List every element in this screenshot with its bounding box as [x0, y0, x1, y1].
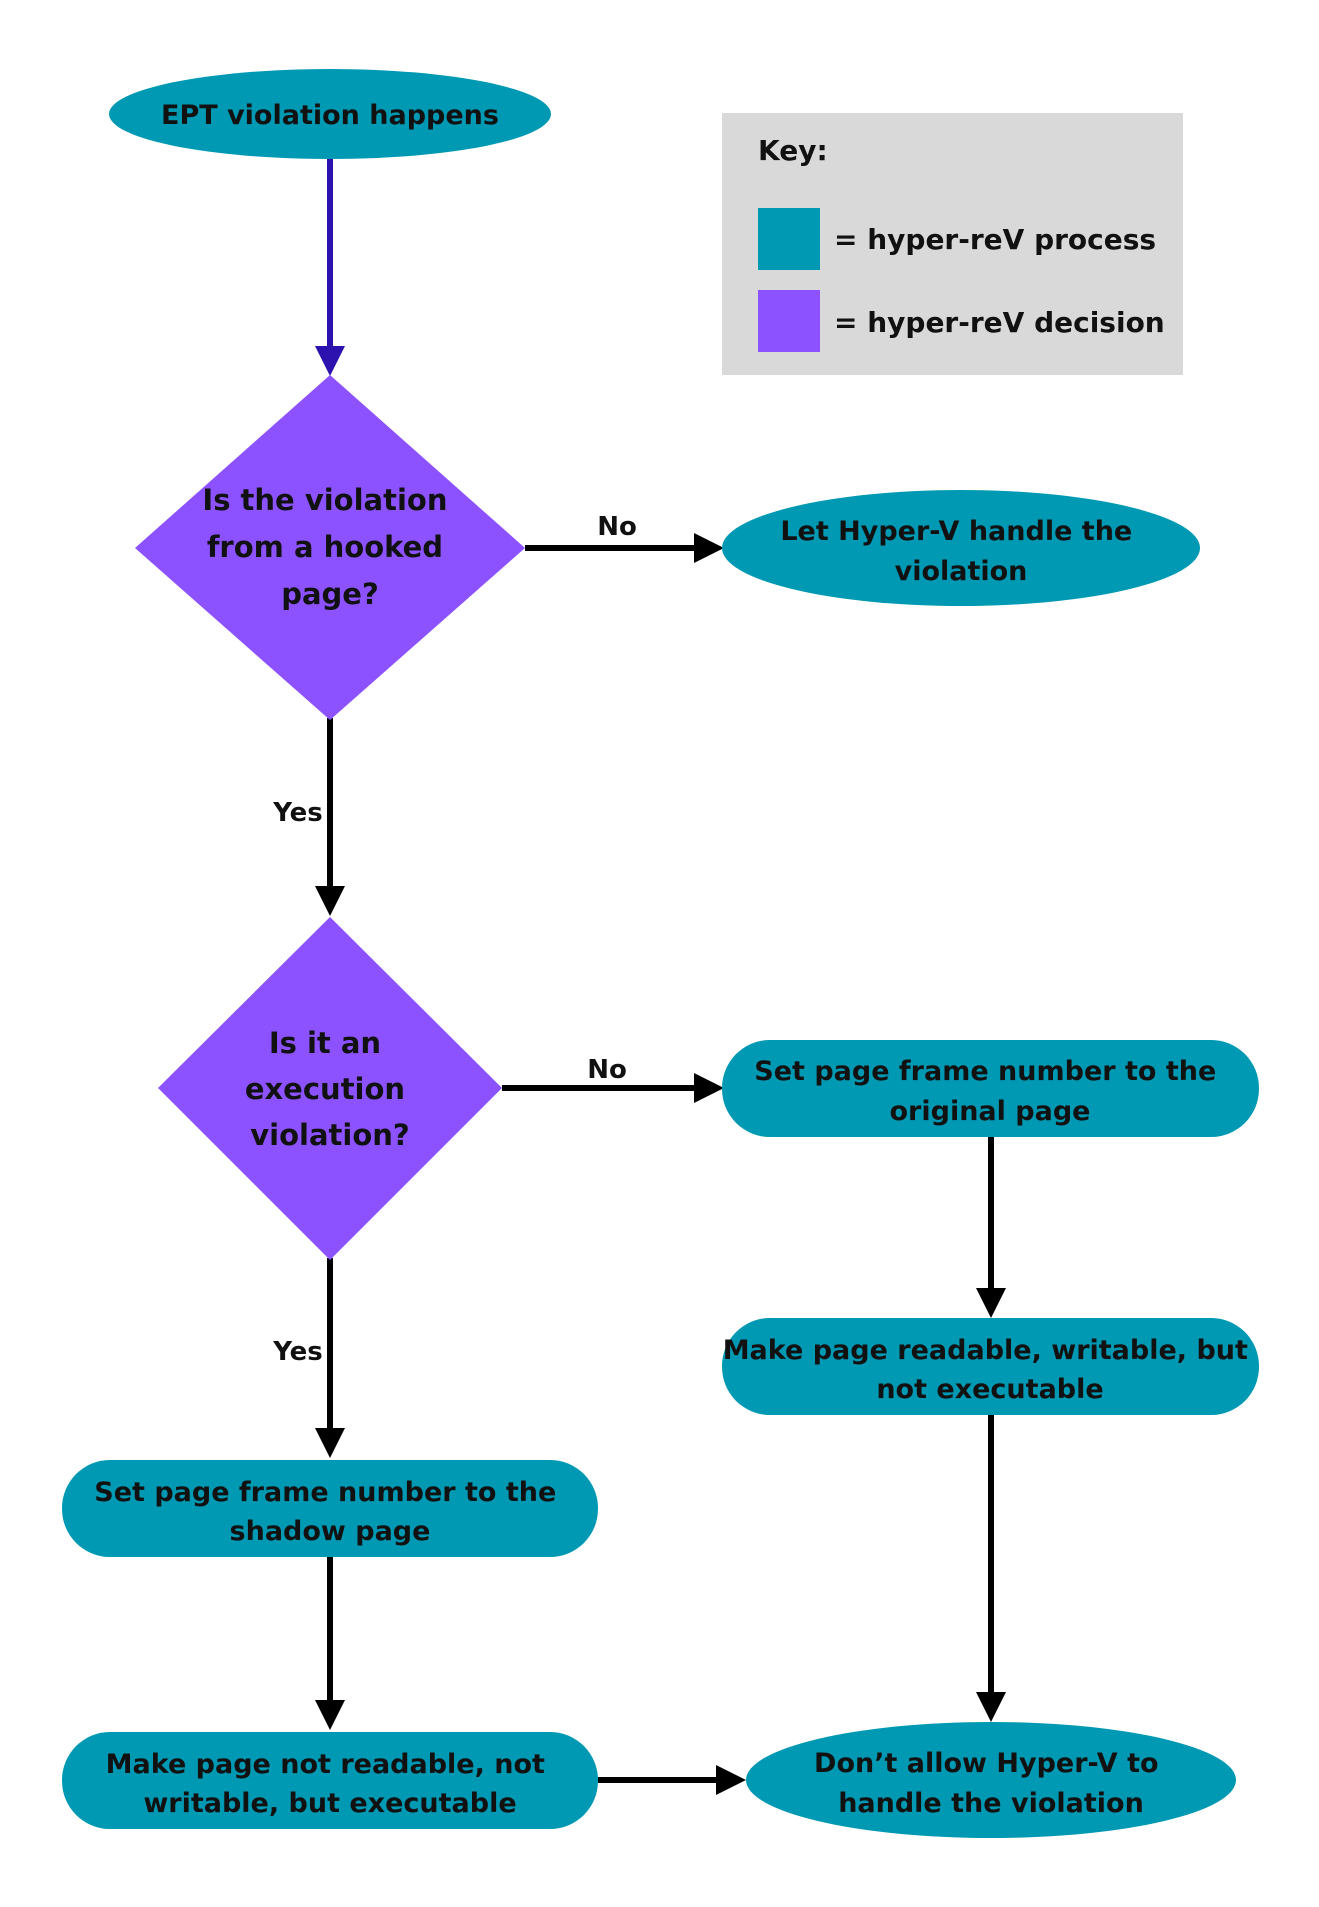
decision1-diamond: [135, 375, 525, 720]
node-dont-allow-line: Don’t allow Hyper-V to: [814, 1748, 1159, 1779]
key-process-label: = hyper-reV process: [834, 223, 1156, 256]
node-decision2-line: execution: [245, 1072, 405, 1106]
node-decision1-line: page?: [281, 577, 379, 611]
key-legend: Key: = hyper-reV process = hyper-reV dec…: [722, 113, 1183, 375]
node-start-text: EPT violation happens: [161, 100, 499, 131]
node-hyperv-handle-line: violation: [895, 556, 1028, 587]
edge-label-decision1-yes: Yes: [272, 798, 323, 828]
node-set-shadow-text: Set page frame number to the shadow page: [94, 1477, 565, 1547]
edges: [315, 158, 1006, 1795]
node-set-shadow: Set page frame number to the shadow page: [62, 1460, 598, 1557]
set-original-pill: [722, 1040, 1259, 1137]
node-decision2: Is it an execution violation?: [158, 917, 502, 1260]
make-rw-pill: [722, 1318, 1259, 1415]
key-title: Key:: [758, 134, 828, 167]
node-set-original-text: Set page frame number to the original pa…: [754, 1056, 1225, 1127]
node-start-line: EPT violation happens: [161, 100, 499, 131]
hyperv-handle-ellipse: [722, 490, 1200, 606]
node-decision1-text: Is the violation from a hooked page?: [202, 483, 457, 611]
node-make-rw-line: not executable: [876, 1374, 1103, 1405]
make-x-pill: [62, 1732, 598, 1829]
node-start: EPT violation happens: [109, 69, 551, 159]
node-hyperv-handle-text: Let Hyper-V handle the violation: [780, 516, 1141, 587]
node-make-x-text: Make page not readable, not writable, bu…: [106, 1749, 555, 1819]
node-decision2-line: violation?: [250, 1118, 409, 1152]
node-dont-allow-line: handle the violation: [838, 1788, 1144, 1819]
node-decision1: Is the violation from a hooked page?: [135, 375, 525, 720]
node-make-rw-text: Make page readable, writable, but not ex…: [723, 1335, 1258, 1405]
node-decision1-line: from a hooked: [207, 530, 443, 564]
edge-label-decision1-no: No: [597, 512, 637, 542]
edge-labels: No Yes No Yes: [272, 512, 637, 1367]
node-dont-allow: Don’t allow Hyper-V to handle the violat…: [746, 1722, 1236, 1838]
node-set-shadow-line: Set page frame number to the: [94, 1477, 556, 1508]
node-set-original: Set page frame number to the original pa…: [722, 1040, 1259, 1137]
node-make-rw-line: Make page readable, writable, but: [723, 1335, 1248, 1366]
node-make-rw: Make page readable, writable, but not ex…: [722, 1318, 1259, 1415]
edge-label-decision2-yes: Yes: [272, 1337, 323, 1367]
node-hyperv-handle: Let Hyper-V handle the violation: [722, 490, 1200, 606]
node-decision2-text: Is it an execution violation?: [245, 1026, 415, 1152]
start-ellipse: [109, 69, 551, 159]
node-decision1-line: Is the violation: [202, 483, 447, 517]
node-make-x-line: writable, but executable: [143, 1788, 516, 1819]
dont-allow-ellipse: [746, 1722, 1236, 1838]
key-process-swatch: [758, 208, 820, 270]
node-make-x: Make page not readable, not writable, bu…: [62, 1732, 598, 1829]
node-set-original-line: Set page frame number to the: [754, 1056, 1216, 1087]
node-dont-allow-text: Don’t allow Hyper-V to handle the violat…: [814, 1748, 1168, 1819]
node-hyperv-handle-line: Let Hyper-V handle the: [780, 516, 1132, 547]
key-decision-swatch: [758, 290, 820, 352]
node-set-shadow-line: shadow page: [230, 1516, 431, 1547]
node-make-x-line: Make page not readable, not: [106, 1749, 545, 1780]
edge-label-decision2-no: No: [587, 1055, 627, 1085]
node-set-original-line: original page: [890, 1096, 1091, 1127]
key-decision-label: = hyper-reV decision: [834, 306, 1165, 339]
set-shadow-pill: [62, 1460, 598, 1557]
node-decision2-line: Is it an: [269, 1026, 381, 1060]
decision2-diamond: [158, 917, 502, 1260]
